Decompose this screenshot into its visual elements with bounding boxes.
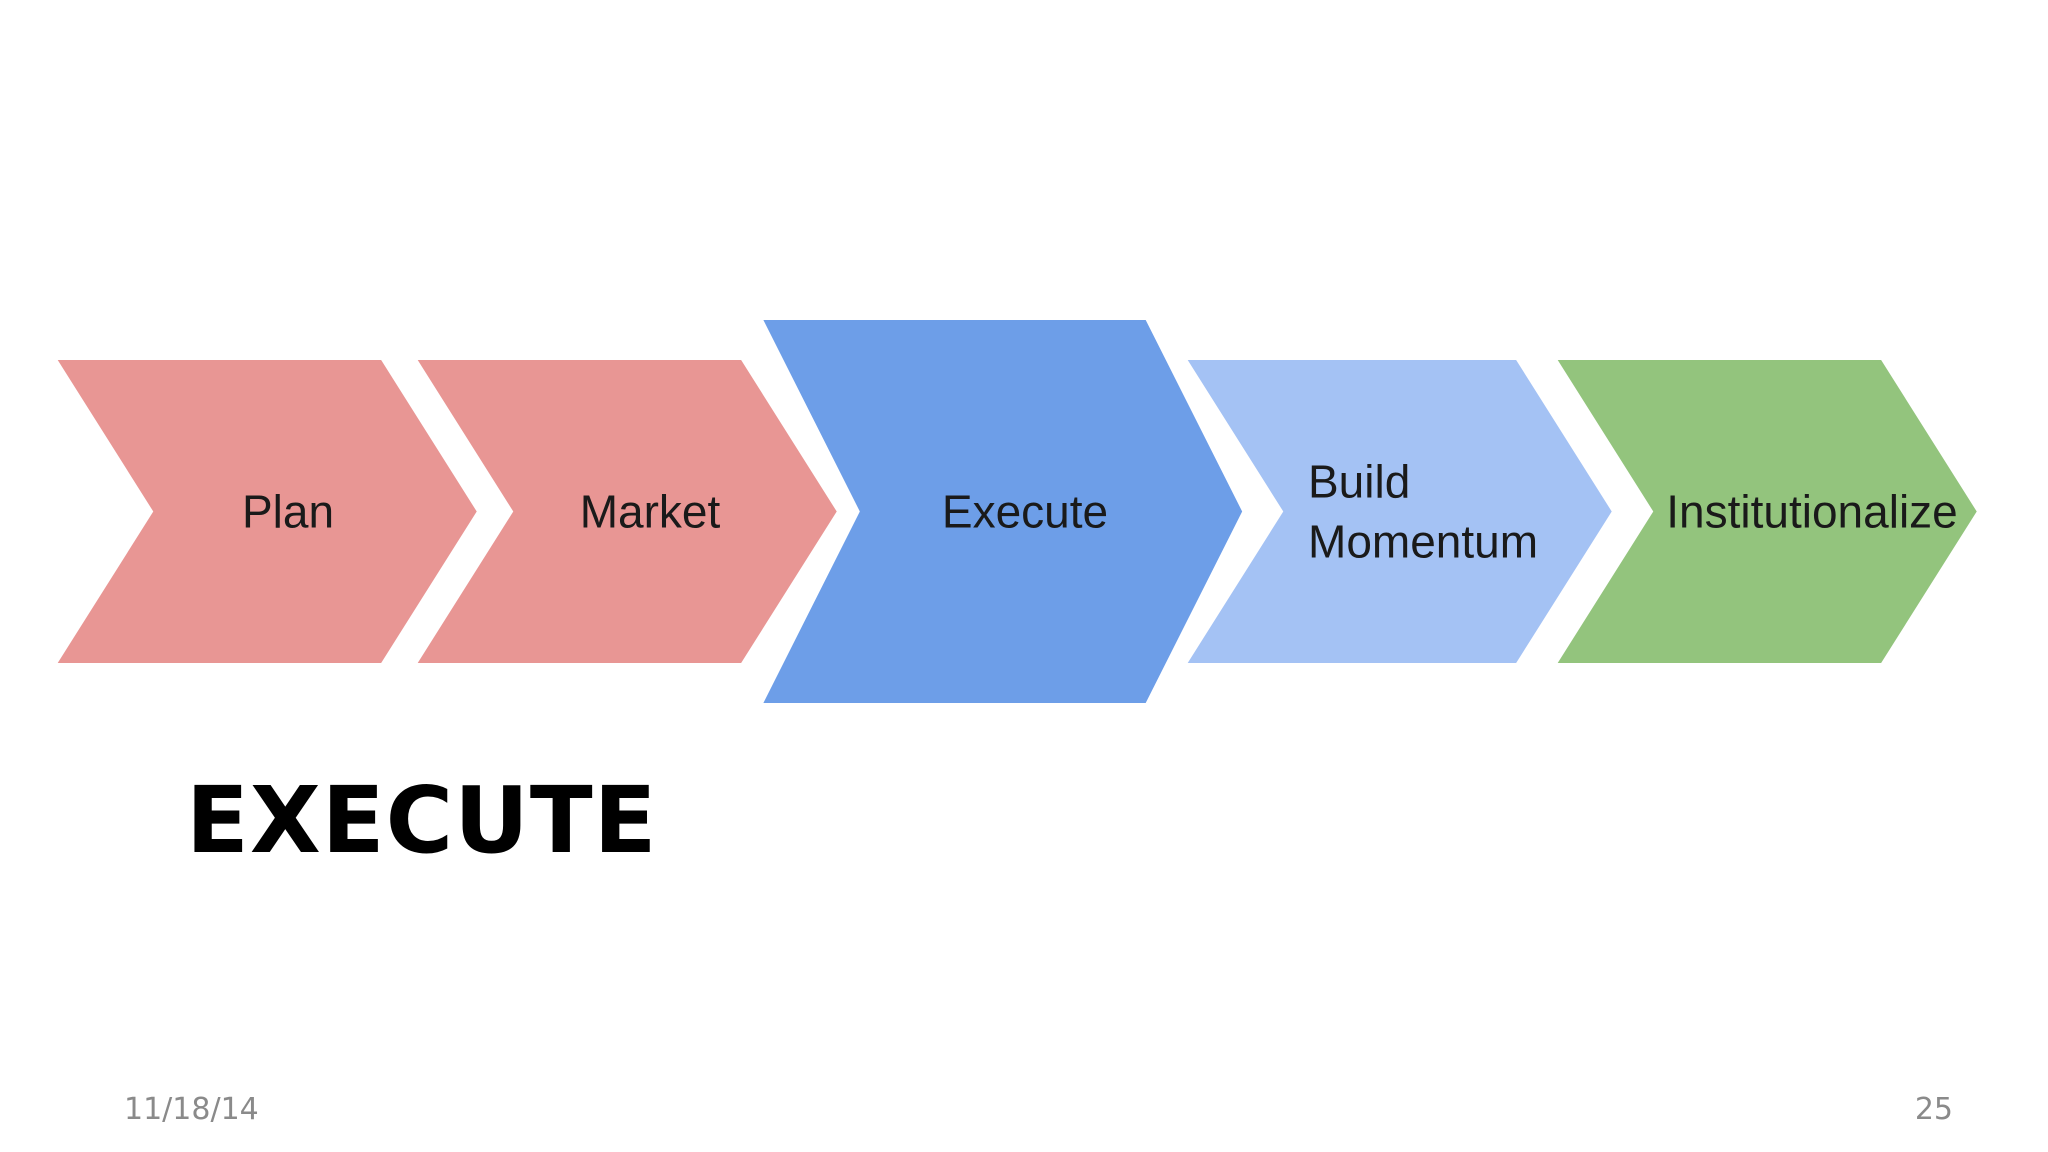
process-step-3: Execute	[740, 306, 1258, 717]
chevron-label-line: Institutionalize	[1666, 486, 1958, 538]
process-step-2: Market	[392, 346, 854, 677]
chevron-label: Market	[580, 486, 721, 538]
chevron-label-line: Plan	[242, 486, 334, 538]
chevron-shape	[740, 306, 1258, 717]
chevron-shape	[1162, 346, 1629, 677]
chevron-label-line: Momentum	[1308, 516, 1538, 568]
chevron-shape	[1532, 346, 1994, 677]
slide-number: 25	[1914, 1092, 1953, 1127]
process-step-1: Plan	[32, 346, 494, 677]
slide-date: 11/18/14	[124, 1092, 259, 1127]
chevron-label-line: Build	[1308, 456, 1410, 508]
chevron-label-line: Execute	[942, 486, 1108, 538]
process-step-5: Institutionalize	[1532, 346, 1994, 677]
chevron-label: Execute	[942, 486, 1108, 538]
chevron-label: Plan	[242, 486, 334, 538]
chevron-shape	[32, 346, 494, 677]
chevron-label-line: Market	[580, 486, 721, 538]
chevron-shape	[392, 346, 854, 677]
slide-heading: EXECUTE	[186, 767, 658, 874]
chevron-label: Institutionalize	[1666, 486, 1958, 538]
